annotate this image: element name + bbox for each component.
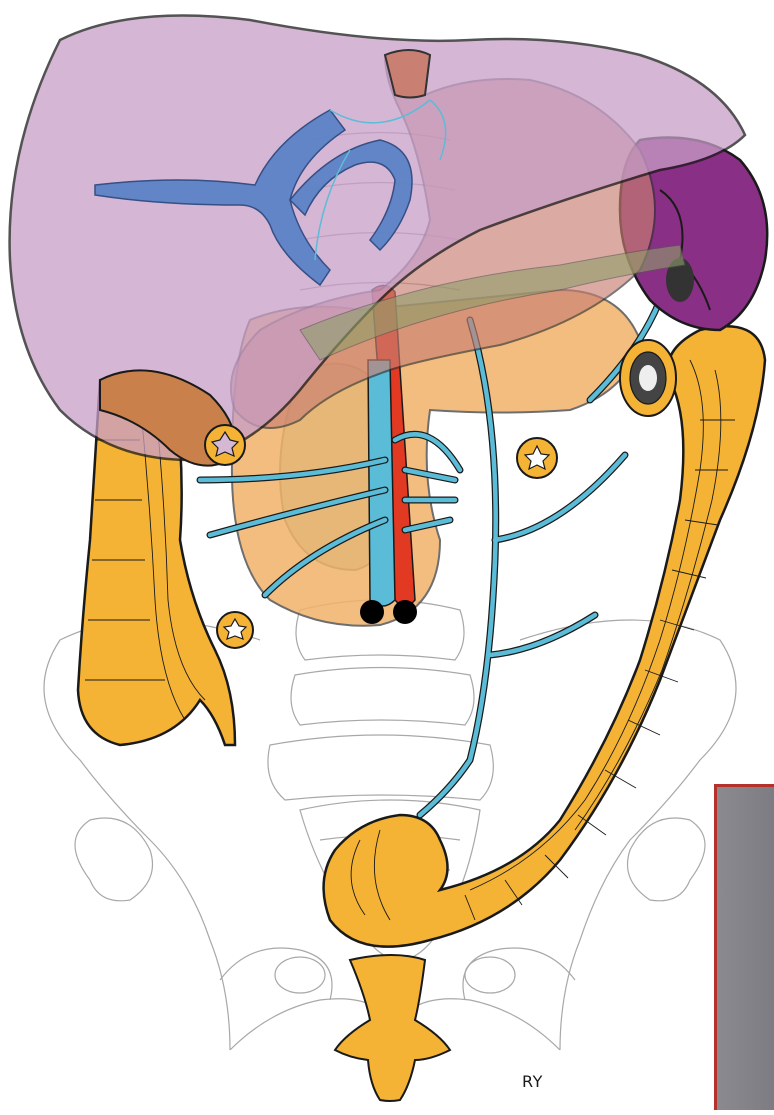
ivc <box>368 360 395 606</box>
colon-cross-section-ascending <box>217 612 253 648</box>
author-signature: RY <box>522 1072 543 1091</box>
rectum <box>335 955 450 1101</box>
aorta-end <box>393 600 417 624</box>
colon-cross-section-transverse <box>517 438 557 478</box>
colon-cross-section-splenic <box>620 340 676 416</box>
ivc-end <box>360 600 384 624</box>
side-panel <box>714 784 774 1110</box>
